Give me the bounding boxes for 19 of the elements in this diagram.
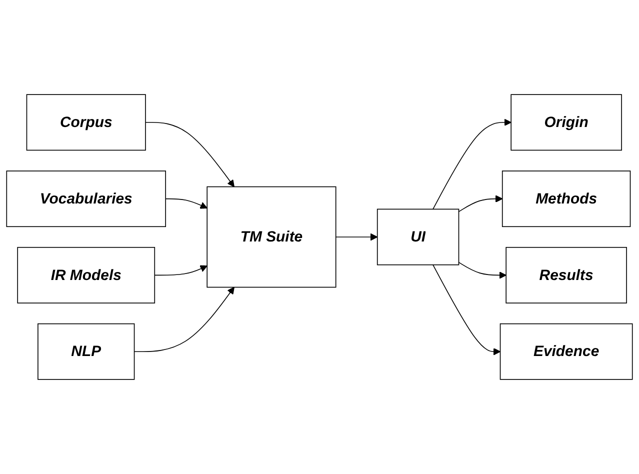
node-box: Corpus xyxy=(26,94,146,151)
arrow xyxy=(145,122,234,188)
arrow xyxy=(165,198,208,209)
node-box: TM Suite xyxy=(206,186,336,288)
arrow xyxy=(458,195,503,212)
arrow xyxy=(458,262,506,279)
arrow xyxy=(335,233,378,241)
node-box: Methods xyxy=(502,170,631,228)
node-box: NLP xyxy=(38,323,135,380)
arrow xyxy=(154,265,208,276)
node-box: UI xyxy=(376,208,460,266)
arrow xyxy=(432,118,512,210)
node-box: IR Models xyxy=(17,246,156,304)
node-box: Origin xyxy=(510,94,622,151)
arrow xyxy=(134,286,234,352)
node-box: Results xyxy=(506,246,627,304)
arrow xyxy=(432,264,501,356)
node-box: Evidence xyxy=(500,323,633,380)
node-box: Vocabularies xyxy=(6,170,166,228)
